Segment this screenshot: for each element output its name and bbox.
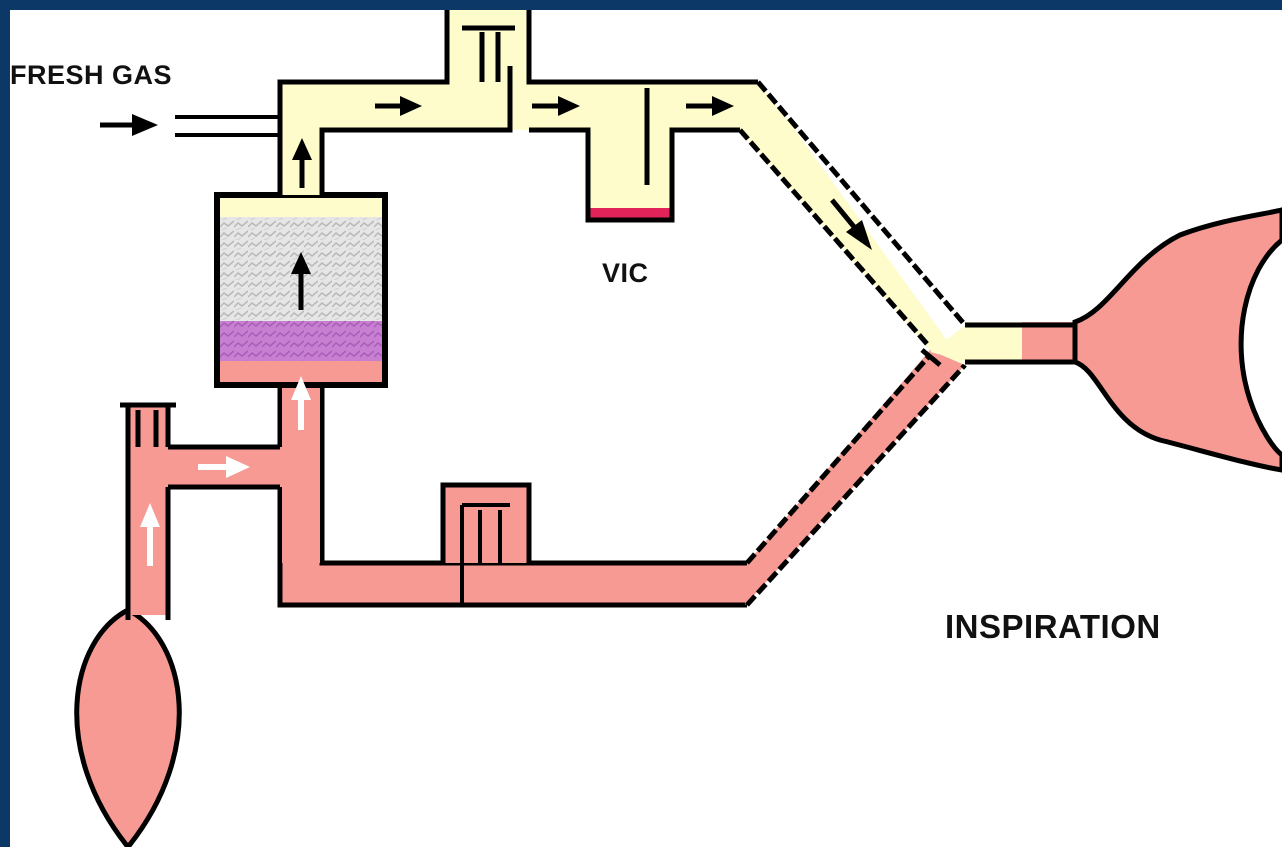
fresh-gas-inlet [175, 115, 282, 137]
inspiratory-diagonal-outline [738, 80, 967, 347]
up-arrow-icon [292, 138, 312, 188]
inspiratory-valve [447, 10, 529, 82]
inspiration-label: INSPIRATION [945, 608, 1161, 645]
vic-label: VIC [602, 258, 649, 288]
fresh-gas-label: FRESH GAS [10, 60, 173, 90]
expiratory-limb-pipe [279, 563, 749, 605]
right-arrow-icon [198, 456, 250, 478]
right-arrow-icon [100, 114, 158, 136]
circuit-drawing [74, 10, 1282, 847]
right-arrow-icon [532, 96, 580, 116]
exhausted-absorbent [217, 321, 385, 361]
y-piece-fresh [965, 322, 1025, 362]
expiratory-valve [443, 485, 529, 563]
up-arrow-icon [291, 376, 311, 430]
right-arrow-icon [686, 96, 734, 116]
absorber-fresh-zone [217, 195, 385, 217]
anesthesia-circle-system-diagram: FRESH GAS VIC INSPIRATION [10, 10, 1282, 847]
up-arrow-icon [291, 252, 311, 310]
reservoir-bag [74, 607, 182, 847]
vaporizer-vic [588, 130, 674, 212]
expiratory-diagonal-pipe [745, 350, 965, 605]
face-mask [1072, 207, 1282, 473]
inspiratory-limb-pipe [282, 82, 758, 130]
vaporizer-liquid [590, 208, 672, 220]
right-arrow-icon [375, 96, 422, 116]
expiratory-limb-outline [277, 345, 747, 608]
y-piece-exhaled [1022, 322, 1082, 362]
down-right-arrow-icon [830, 198, 872, 250]
up-arrow-icon [140, 503, 160, 566]
expiratory-diagonal-outline [745, 353, 967, 607]
